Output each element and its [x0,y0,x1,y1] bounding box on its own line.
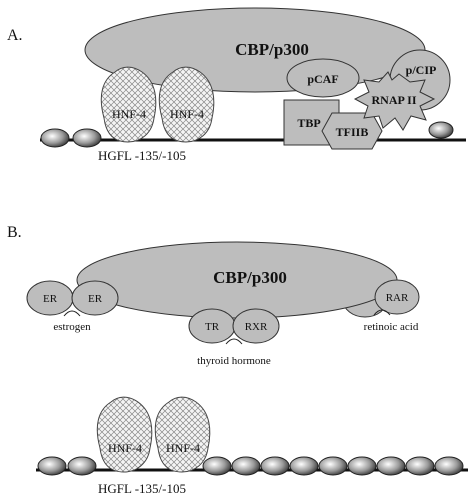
tr-label: TR [205,321,220,333]
hnf4-dimer-b: HNF-4 HNF-4 [96,396,211,473]
rnap-ii-shape [353,71,436,131]
hnf4-label: HNF-4 [112,107,146,121]
hnf4-dimer: HNF-4 HNF-4 [100,66,215,143]
rar-label: RAR [386,292,409,304]
cbp-p300-complex-b: CBP/p300 [76,241,398,319]
nucleosome [37,456,67,476]
rxr-label: RXR [245,321,268,333]
hnf4-label: HNF-4 [170,107,204,121]
nucleosome [434,456,464,476]
panel-b-dna [36,456,468,476]
nucleosome [202,456,232,476]
panel-a-label: A. [7,27,23,44]
rxr-protein [232,308,280,344]
er-dimer: ER ER estrogen [26,280,119,333]
pcaf-ellipse: pCAF [286,58,360,98]
nucleosome [428,121,454,139]
tr-rxr-dimer: TR RXR thyroid hormone [188,308,280,367]
er-label: ER [43,293,58,305]
panel-a-dna [40,121,466,148]
cbp-p300-label: CBP/p300 [235,40,309,59]
nucleosome [376,456,406,476]
er-label: ER [88,293,103,305]
pcaf-label: pCAF [307,72,338,86]
nucleosome [260,456,290,476]
thyroid-hormone-label: thyroid hormone [197,355,271,367]
panel-b-label: B. [7,224,22,241]
nucleosome [289,456,319,476]
rnap-ii-label: RNAP II [371,93,416,107]
hnf4-label: HNF-4 [166,441,200,455]
rnap-ii-star: RNAP II [353,71,436,131]
hnf4-label: HNF-4 [108,441,142,455]
nucleosome [40,128,70,148]
panel-b: B. CBP/p300 ER ER estrogen TR RXR thyroi… [7,224,468,496]
retinoic-acid-label: retinoic acid [364,321,419,333]
hnf4-protein [154,396,211,473]
tfiib-hexagon: TFIIB [321,112,383,150]
pcip-label: p/CIP [406,63,437,77]
nucleosome [231,456,261,476]
er-protein [71,280,119,316]
ligand-pocket [373,309,391,316]
hnf4-protein [158,66,215,143]
nucleosome [318,456,348,476]
rar-protein [374,279,420,315]
tbp-label: TBP [297,116,320,130]
cbp-p300-label: CBP/p300 [213,268,287,287]
ligand-pocket [225,338,243,345]
hnf4-protein [96,396,153,473]
promoter-label: HGFL -135/-105 [98,148,186,163]
hnf4-protein [100,66,157,143]
nucleosome [347,456,377,476]
nucleosome [405,456,435,476]
pcaf-shape [286,58,360,98]
rar-dimer: RAR retinoic acid [364,279,420,333]
panel-a: A. CBP/p300 HNF-4 HNF-4 TBP TFII [7,7,466,163]
ligand-pocket [63,310,81,317]
nucleosome [67,456,97,476]
estrogen-label: estrogen [53,321,91,333]
nucleosome [72,128,102,148]
promoter-label: HGFL -135/-105 [98,481,186,496]
tfiib-label: TFIIB [336,125,369,139]
